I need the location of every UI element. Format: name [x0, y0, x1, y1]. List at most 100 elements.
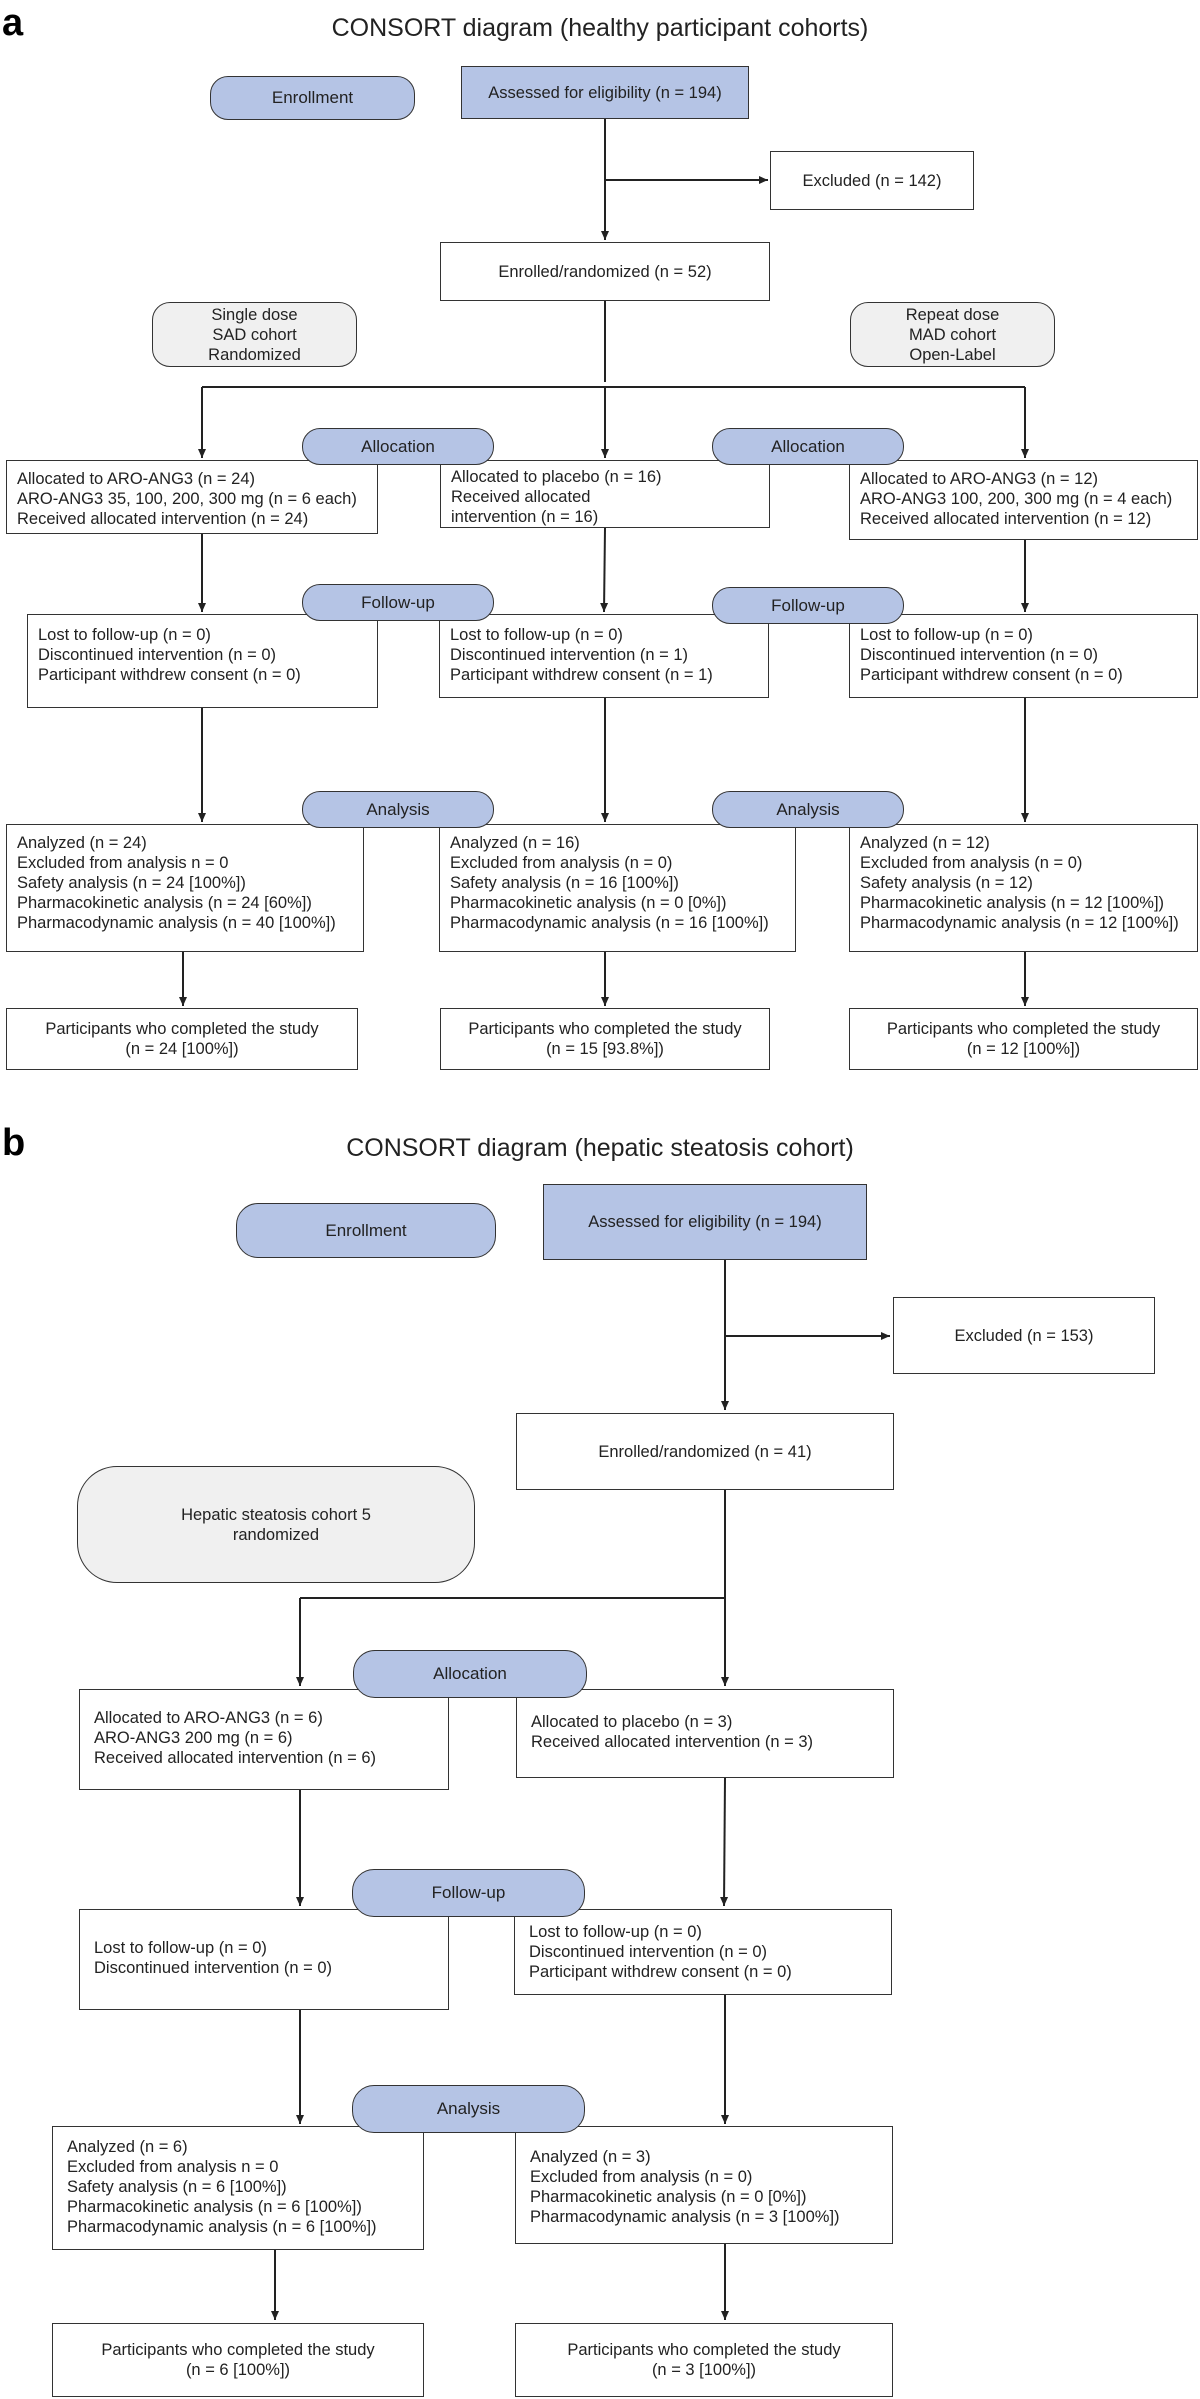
followup-right-box-b: Lost to follow-up (n = 0) Discontinued i… — [514, 1909, 892, 1995]
followup-line: Discontinued intervention (n = 0) — [94, 1959, 333, 1977]
analysis-pill-a-right: Analysis — [712, 791, 904, 828]
analysis-pill-a-left: Analysis — [302, 791, 494, 828]
followup-right-box-a: Lost to follow-up (n = 0) Discontinued i… — [849, 614, 1198, 698]
completed-line: (n = 12 [100%]) — [966, 1040, 1081, 1058]
analysis-line: Safety analysis (n = 12) — [860, 874, 1033, 892]
mad-cohort-line: Open-Label — [909, 345, 996, 364]
followup-line: Lost to follow-up (n = 0) — [860, 626, 1033, 644]
analysis-line: Safety analysis (n = 24 [100%]) — [17, 874, 246, 892]
analysis-mid-box-a: Analyzed (n = 16) Excluded from analysis… — [439, 824, 796, 952]
mad-cohort-line: Repeat dose — [905, 305, 1000, 324]
analysis-line: Analyzed (n = 3) — [530, 2148, 651, 2166]
analysis-line: Safety analysis (n = 16 [100%]) — [450, 874, 679, 892]
analysis-line: Excluded from analysis n = 0 — [67, 2158, 279, 2176]
followup-line: Participant withdrew consent (n = 0) — [38, 666, 301, 684]
completed-left-box-a: Participants who completed the study (n … — [6, 1008, 358, 1070]
enrolled-box-b: Enrolled/randomized (n = 41) — [516, 1413, 894, 1490]
allocation-line: Received allocated intervention (n = 6) — [94, 1749, 377, 1767]
panel-a-title: CONSORT diagram (healthy participant coh… — [331, 14, 869, 42]
analysis-line: Pharmacodynamic analysis (n = 3 [100%]) — [530, 2208, 840, 2226]
sad-cohort-line: Randomized — [208, 345, 301, 364]
completed-line: Participants who completed the study — [45, 1020, 319, 1038]
completed-line: (n = 3 [100%]) — [651, 2361, 757, 2379]
hepatic-cohort-box: Hepatic steatosis cohort 5 randomized — [77, 1466, 475, 1583]
analysis-line: Pharmacokinetic analysis (n = 24 [60%]) — [17, 894, 312, 912]
followup-line: Lost to follow-up (n = 0) — [450, 626, 623, 644]
allocation-line: Received allocated intervention (n = 12) — [860, 510, 1152, 528]
assessed-box-b: Assessed for eligibility (n = 194) — [543, 1184, 867, 1260]
mad-cohort-line: MAD cohort — [908, 325, 997, 344]
panel-b-label: b — [2, 1122, 26, 1164]
cohort-line: randomized — [232, 1525, 320, 1544]
allocation-line: Allocated to ARO-ANG3 (n = 12) — [860, 470, 1098, 488]
enrolled-box-a: Enrolled/randomized (n = 52) — [440, 242, 770, 301]
analysis-line: Pharmacokinetic analysis (n = 6 [100%]) — [67, 2198, 362, 2216]
allocation-line: Received allocated intervention (n = 3) — [531, 1733, 814, 1751]
followup-line: Lost to follow-up (n = 0) — [529, 1923, 702, 1941]
sad-cohort-box: Single dose SAD cohort Randomized — [152, 302, 357, 367]
enrollment-pill-b: Enrollment — [236, 1203, 496, 1258]
followup-mid-box-a: Lost to follow-up (n = 0) Discontinued i… — [439, 614, 769, 698]
analysis-right-box-b: Analyzed (n = 3) Excluded from analysis … — [515, 2126, 893, 2244]
allocation-right-box-a: Allocated to ARO-ANG3 (n = 12) ARO-ANG3 … — [849, 460, 1198, 540]
analysis-left-box-b: Analyzed (n = 6) Excluded from analysis … — [52, 2126, 424, 2250]
followup-line: Discontinued intervention (n = 0) — [529, 1943, 768, 1961]
cohort-line: Hepatic steatosis cohort 5 — [181, 1505, 371, 1524]
allocation-line: Received allocated intervention (n = 24) — [17, 510, 309, 528]
analysis-line: Analyzed (n = 16) — [450, 834, 580, 852]
analysis-line: Pharmacodynamic analysis (n = 6 [100%]) — [67, 2218, 377, 2236]
completed-line: Participants who completed the study — [886, 1020, 1161, 1038]
analysis-line: Safety analysis (n = 6 [100%]) — [67, 2178, 287, 2196]
completed-line: Participants who completed the study — [567, 2341, 841, 2359]
followup-line: Lost to follow-up (n = 0) — [94, 1939, 267, 1957]
analysis-line: Analyzed (n = 6) — [67, 2138, 188, 2156]
analysis-left-box-a: Analyzed (n = 24) Excluded from analysis… — [6, 824, 364, 952]
allocation-left-box-b: Allocated to ARO-ANG3 (n = 6) ARO-ANG3 2… — [79, 1689, 449, 1790]
allocation-mid-box-a: Allocated to placebo (n = 16) Received a… — [440, 460, 770, 528]
analysis-line: Excluded from analysis (n = 0) — [860, 854, 1083, 872]
excluded-box-a: Excluded (n = 142) — [770, 151, 974, 210]
analysis-pill-b: Analysis — [352, 2085, 585, 2133]
allocation-line: Received allocated — [451, 488, 591, 506]
allocation-left-box-a: Allocated to ARO-ANG3 (n = 24) ARO-ANG3 … — [6, 460, 378, 534]
followup-pill-a-left: Follow-up — [302, 584, 494, 621]
sad-cohort-line: Single dose — [211, 305, 298, 324]
completed-right-box-b: Participants who completed the study (n … — [515, 2323, 893, 2397]
analysis-line: Excluded from analysis n = 0 — [17, 854, 229, 872]
allocation-line: Allocated to ARO-ANG3 (n = 24) — [17, 470, 255, 488]
completed-line: Participants who completed the study — [468, 1020, 742, 1038]
analysis-line: Pharmacokinetic analysis (n = 0 [0%]) — [530, 2188, 807, 2206]
sad-cohort-line: SAD cohort — [212, 325, 297, 344]
allocation-line: Allocated to placebo (n = 3) — [531, 1713, 733, 1731]
followup-line: Participant withdrew consent (n = 0) — [860, 666, 1123, 684]
mad-cohort-box: Repeat dose MAD cohort Open-Label — [850, 302, 1055, 367]
followup-line: Lost to follow-up (n = 0) — [38, 626, 211, 644]
followup-left-box-a: Lost to follow-up (n = 0) Discontinued i… — [27, 614, 378, 708]
analysis-line: Excluded from analysis (n = 0) — [530, 2168, 753, 2186]
followup-line: Discontinued intervention (n = 0) — [38, 646, 277, 664]
allocation-pill-a-right: Allocation — [712, 428, 904, 465]
analysis-line: Pharmacodynamic analysis (n = 12 [100%]) — [860, 914, 1179, 932]
analysis-line: Analyzed (n = 24) — [17, 834, 147, 852]
completed-line: (n = 15 [93.8%]) — [546, 1040, 664, 1058]
allocation-line: ARO-ANG3 200 mg (n = 6) — [94, 1729, 293, 1747]
completed-left-box-b: Participants who completed the study (n … — [52, 2323, 424, 2397]
allocation-right-box-b: Allocated to placebo (n = 3) Received al… — [516, 1689, 894, 1778]
analysis-line: Excluded from analysis (n = 0) — [450, 854, 673, 872]
analysis-line: Pharmacodynamic analysis (n = 16 [100%]) — [450, 914, 769, 932]
analysis-line: Pharmacokinetic analysis (n = 12 [100%]) — [860, 894, 1165, 912]
followup-line: Participant withdrew consent (n = 0) — [529, 1963, 792, 1981]
followup-left-box-b: Lost to follow-up (n = 0) Discontinued i… — [79, 1909, 449, 2010]
panel-b-title: CONSORT diagram (hepatic steatosis cohor… — [346, 1134, 854, 1162]
analysis-right-box-a: Analyzed (n = 12) Excluded from analysis… — [849, 824, 1198, 952]
allocation-line: intervention (n = 16) — [451, 508, 599, 526]
allocation-pill-a-left: Allocation — [302, 428, 494, 465]
allocation-line: Allocated to placebo (n = 16) — [451, 468, 662, 486]
assessed-box-a: Assessed for eligibility (n = 194) — [461, 66, 749, 119]
allocation-line: ARO-ANG3 35, 100, 200, 300 mg (n = 6 eac… — [17, 490, 357, 508]
completed-line: (n = 24 [100%]) — [125, 1040, 239, 1058]
analysis-line: Pharmacodynamic analysis (n = 40 [100%]) — [17, 914, 336, 932]
completed-line: (n = 6 [100%]) — [185, 2361, 291, 2379]
followup-line: Participant withdrew consent (n = 1) — [450, 666, 713, 684]
